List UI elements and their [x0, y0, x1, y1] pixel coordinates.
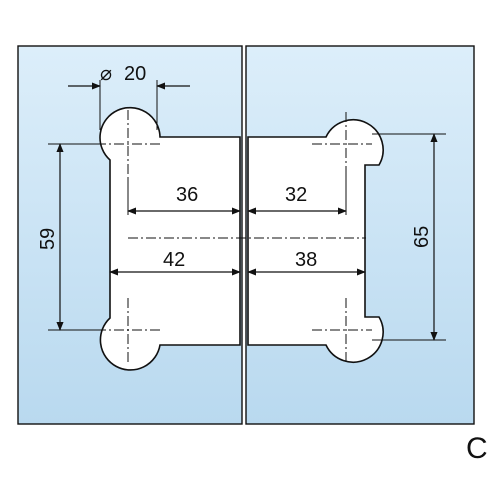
hinge-plate-left [99, 106, 241, 371]
dim-right-upper: 32 [285, 184, 307, 206]
dim-right-lower: 38 [295, 249, 317, 271]
hole-diameter-label: 20 [124, 63, 146, 85]
dim-right-vertical: 65 [411, 226, 433, 248]
dim-left-lower: 42 [163, 249, 185, 271]
hinge-plate-right [247, 119, 384, 363]
variant-label: C [466, 432, 488, 465]
dimension-lines [56, 82, 438, 341]
dim-left-upper: 36 [176, 184, 198, 206]
hole-diameter-symbol: ⌀ [100, 63, 112, 85]
dim-left-vertical: 59 [37, 228, 59, 250]
center-lines [96, 110, 372, 364]
